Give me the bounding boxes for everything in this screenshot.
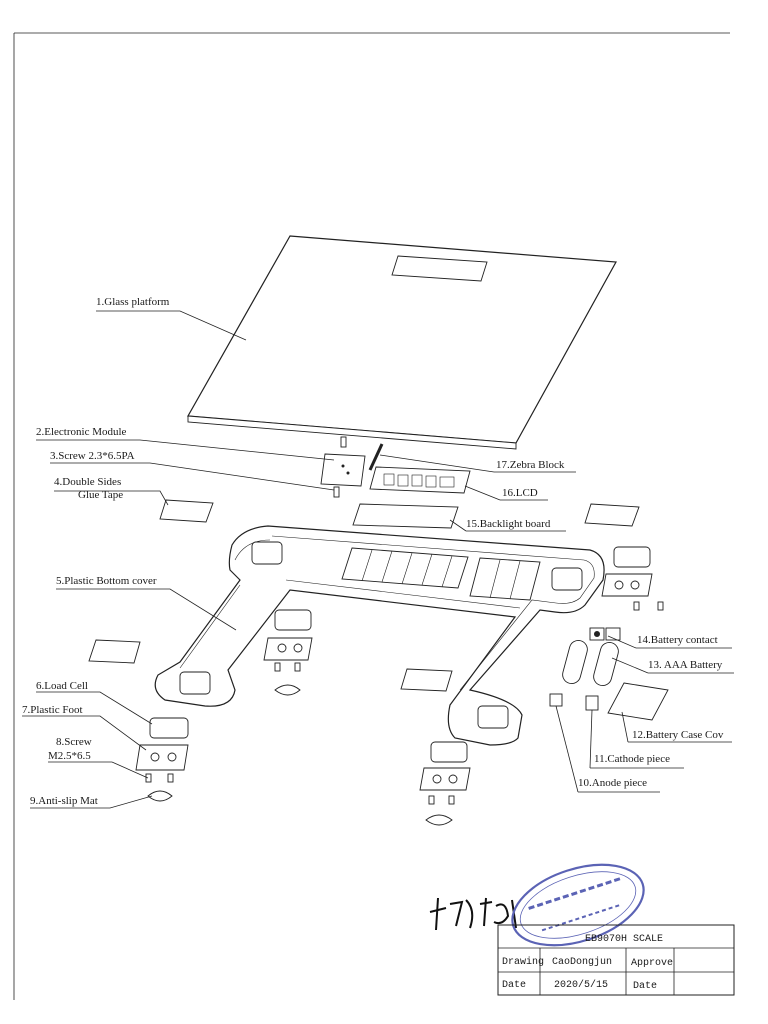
label-load-cell: 6.Load Cell xyxy=(36,680,88,692)
date-label: Date xyxy=(502,980,526,991)
foot-assembly-left xyxy=(135,717,189,802)
drawing-label: Drawing xyxy=(502,956,544,968)
company-stamp xyxy=(511,863,645,947)
label-plastic-foot: 7.Plastic Foot xyxy=(22,704,83,716)
foot-assembly-far-right xyxy=(601,546,664,611)
label-screw-pa: 3.Screw 2.3*6.5PA xyxy=(50,450,135,462)
label-glue-tape-1: 4.Double Sides xyxy=(54,476,121,488)
title-block-title: EB9070H SCALE xyxy=(585,934,663,945)
label-cathode-piece: 11.Cathode piece xyxy=(594,753,670,765)
label-electronic-module: 2.Electronic Module xyxy=(36,426,127,438)
drawing-value: CaoDongjun xyxy=(552,956,612,968)
glue-tape xyxy=(88,499,640,692)
label-battery-contact: 14.Battery contact xyxy=(637,634,718,646)
foot-assembly-center xyxy=(263,609,313,696)
label-lcd: 16.LCD xyxy=(502,487,538,499)
cathode-piece xyxy=(585,695,599,711)
drawing-frame xyxy=(13,32,730,1000)
battery-case-cover xyxy=(607,682,669,721)
label-screw-m25-1: 8.Screw xyxy=(56,736,92,748)
label-aaa-battery: 13. AAA Battery xyxy=(648,659,723,671)
title-block: EB9070H SCALE Drawing CaoDongjun Approve… xyxy=(497,924,735,996)
date-label-approve: Date xyxy=(633,981,657,992)
label-anti-slip-mat: 9.Anti-slip Mat xyxy=(30,795,98,807)
label-anode-piece: 10.Anode piece xyxy=(578,777,647,789)
anode-piece xyxy=(549,693,563,707)
glass-platform xyxy=(187,235,617,450)
date-value: 2020/5/15 xyxy=(554,979,608,991)
aaa-batteries xyxy=(562,639,619,687)
approve-label: Approve xyxy=(631,958,673,969)
battery-contact xyxy=(589,627,621,641)
label-glue-tape-2: Glue Tape xyxy=(78,489,123,501)
label-bottom-cover: 5.Plastic Bottom cover xyxy=(56,575,157,587)
signature xyxy=(429,897,517,931)
zebra-block xyxy=(368,443,384,471)
electronic-module xyxy=(320,436,366,498)
foot-assembly-right xyxy=(419,741,471,826)
label-screw-m25-2: M2.5*6.5 xyxy=(48,750,91,762)
label-battery-case-cover: 12.Battery Case Cov xyxy=(632,729,724,741)
label-zebra-block: 17.Zebra Block xyxy=(496,459,565,471)
label-backlight-board: 15.Backlight board xyxy=(466,518,551,530)
lcd xyxy=(369,466,471,494)
part-labels: 1.Glass platform 2.Electronic Module 3.S… xyxy=(22,296,724,807)
plastic-bottom-cover xyxy=(154,525,605,746)
backlight-board xyxy=(352,503,459,529)
label-glass-platform: 1.Glass platform xyxy=(96,296,170,308)
leader-lines xyxy=(22,310,734,809)
